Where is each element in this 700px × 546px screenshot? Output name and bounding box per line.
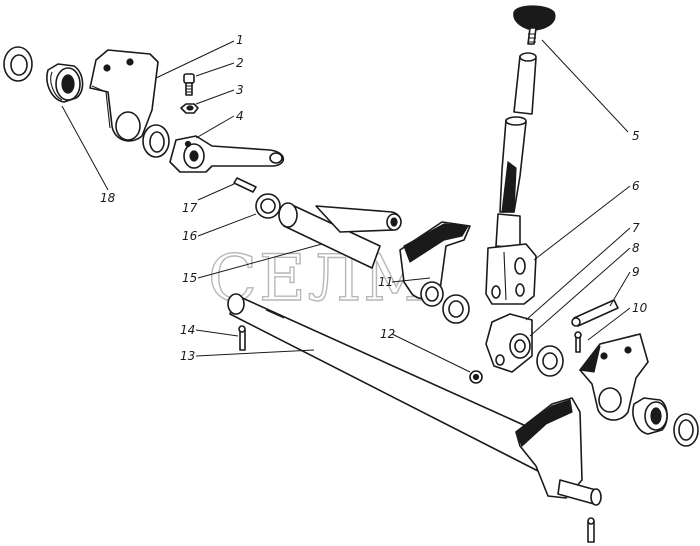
tube-15 xyxy=(278,202,402,269)
callout-14: 14 xyxy=(180,323,195,337)
bracket-right xyxy=(578,333,649,421)
callout-10: 10 xyxy=(632,301,648,315)
callout-8: 8 xyxy=(632,241,640,255)
bushing-right xyxy=(632,397,668,435)
callout-4: 4 xyxy=(236,109,244,123)
bracket-1 xyxy=(89,49,159,142)
bolt-2 xyxy=(183,73,195,96)
leader-lines xyxy=(61,39,631,373)
washer-12 xyxy=(469,370,483,384)
callout-1: 1 xyxy=(236,33,244,47)
callout-9: 9 xyxy=(632,265,640,279)
washer-right xyxy=(673,413,699,447)
callout-16: 16 xyxy=(182,229,198,243)
callout-18: 18 xyxy=(100,191,116,205)
callout-6: 6 xyxy=(632,179,640,193)
callout-12: 12 xyxy=(380,327,395,341)
bushing-18 xyxy=(46,63,84,103)
washer-bracket xyxy=(142,124,170,158)
callout-5: 5 xyxy=(632,129,640,143)
callout-2: 2 xyxy=(236,56,244,70)
washer-block xyxy=(536,345,564,377)
shift-lever-5 xyxy=(495,5,556,249)
cotter-14 xyxy=(238,325,246,351)
callout-13: 13 xyxy=(180,349,195,363)
nut-3 xyxy=(180,103,199,114)
callout-17: 17 xyxy=(182,201,198,215)
lever-4 xyxy=(169,135,285,173)
shaft-13 xyxy=(227,293,602,506)
washer-16 xyxy=(255,193,281,219)
callout-11: 11 xyxy=(378,275,393,289)
block-7-8 xyxy=(485,313,533,373)
callout-15: 15 xyxy=(182,271,197,285)
callout-3: 3 xyxy=(236,83,244,97)
washer-fork xyxy=(442,294,470,324)
yoke-6 xyxy=(485,243,537,305)
pin-17 xyxy=(233,177,257,193)
pin-9 xyxy=(571,299,619,327)
cotter-10 xyxy=(574,331,582,353)
callout-7: 7 xyxy=(632,221,640,235)
callout-labels: 1 2 3 4 5 6 7 8 9 10 11 12 13 14 15 16 1… xyxy=(100,33,648,363)
washer-left xyxy=(3,46,33,82)
cotter-bottom xyxy=(587,517,595,543)
